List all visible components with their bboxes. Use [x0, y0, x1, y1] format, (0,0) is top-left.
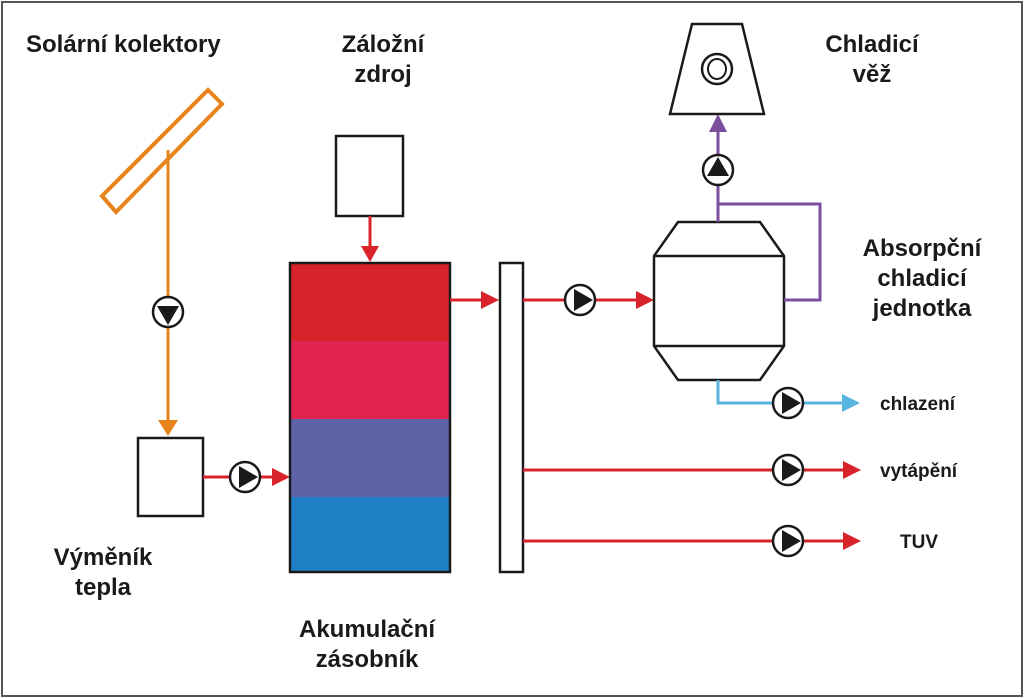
- label-out-hot-water: TUV: [900, 532, 938, 553]
- cooling-tower-loop: [701, 114, 822, 302]
- tank-layer-4: [290, 497, 450, 572]
- chilled-water-pipe: [716, 380, 860, 420]
- label-out-heating: vytápění: [880, 461, 958, 482]
- arrow-icon: [481, 291, 499, 309]
- tower-pump-icon: [701, 153, 735, 187]
- tank-layer-3: [290, 419, 450, 497]
- backup-source-box: [334, 134, 405, 218]
- fan-icon: [700, 52, 734, 86]
- cooling-pump-icon: [771, 386, 805, 420]
- arrow-icon: [842, 394, 860, 412]
- absorption-unit: [652, 220, 786, 382]
- exchanger-pump-icon: [228, 460, 262, 494]
- backup-arrow-icon: [361, 246, 379, 262]
- to-absorption-pipe: [523, 283, 654, 317]
- solar-collector: [99, 87, 225, 436]
- label-absorption-1: Absorpční: [863, 235, 983, 262]
- label-absorption-3: jednotka: [872, 295, 972, 322]
- hot-water-pump-icon: [771, 524, 805, 558]
- solar-pump-icon: [151, 295, 185, 329]
- tank-layer-1: [290, 263, 450, 341]
- label-backup-source-1: Záložní: [342, 31, 426, 58]
- tank-layer-2: [290, 341, 450, 419]
- solar-arrow-icon: [158, 420, 178, 436]
- arrow-icon: [272, 468, 290, 486]
- heating-pump-icon: [771, 453, 805, 487]
- absorption-pump-icon: [563, 283, 597, 317]
- heat-exchanger-box: [136, 436, 205, 518]
- tower-arrow-icon: [709, 114, 727, 132]
- hot-water-pipe: [523, 524, 861, 558]
- storage-tank: [288, 261, 452, 574]
- label-cooling-tower-1: Chladicí: [825, 31, 920, 58]
- label-heat-exchanger-2: tepla: [75, 574, 132, 601]
- exchanger-to-tank-pipe: [203, 460, 290, 494]
- arrow-icon: [843, 461, 861, 479]
- arrow-icon: [843, 532, 861, 550]
- label-absorption-2: chladicí: [877, 265, 968, 292]
- label-heat-exchanger-1: Výměník: [54, 544, 153, 571]
- cooling-tower: [668, 22, 766, 116]
- label-storage-tank-2: zásobník: [316, 646, 419, 673]
- label-cooling-tower-2: věž: [853, 61, 892, 88]
- label-storage-tank-1: Akumulační: [299, 616, 436, 643]
- heating-pipe: [523, 453, 861, 487]
- label-backup-source-2: zdroj: [354, 61, 411, 88]
- arrow-icon: [636, 291, 654, 309]
- label-solar-collectors: Solární kolektory: [26, 31, 221, 58]
- label-out-cooling: chlazení: [880, 394, 956, 415]
- distributor-bar: [498, 261, 525, 574]
